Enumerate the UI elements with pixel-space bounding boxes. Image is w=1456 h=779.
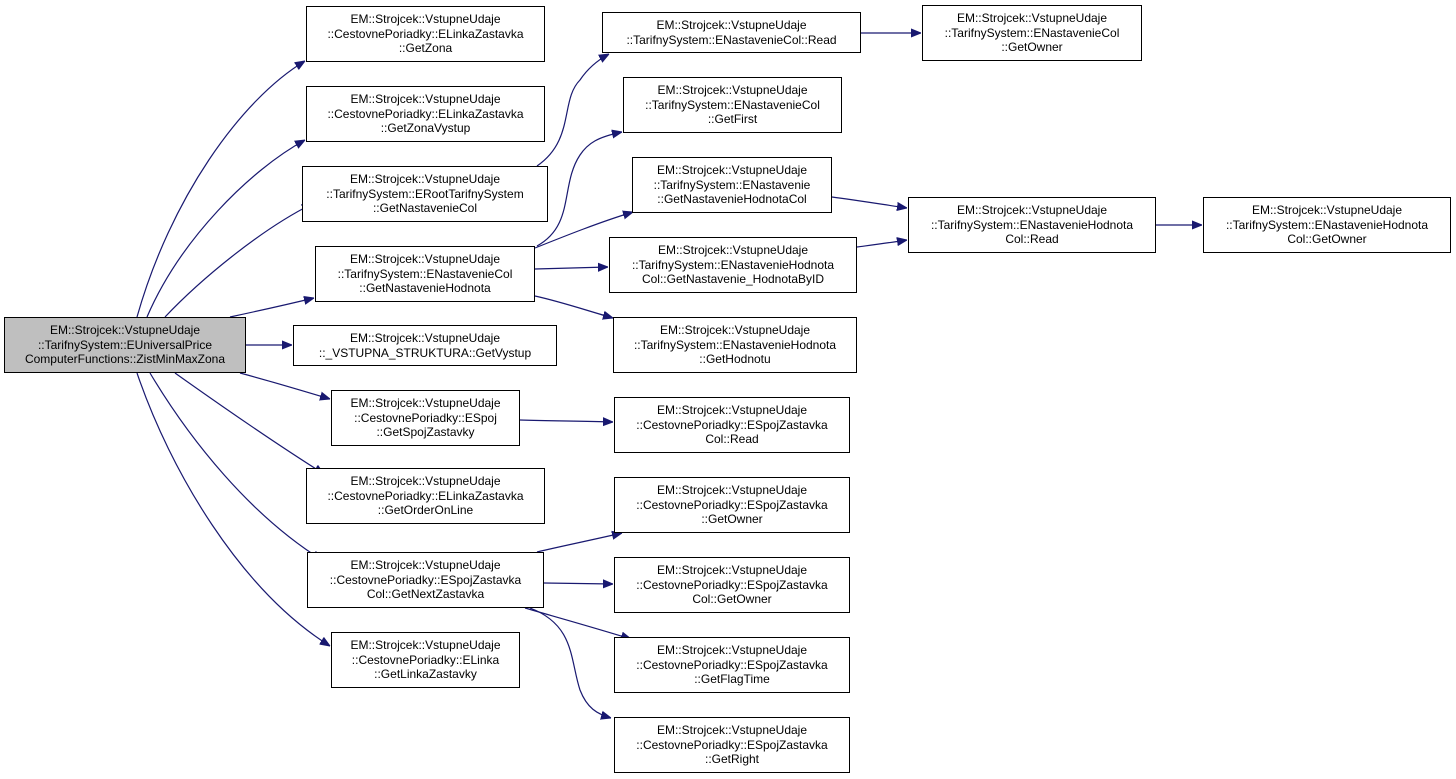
edge-get-nastavenie-hodnota-to-get-nastavenie-hodnota-col bbox=[534, 212, 633, 249]
node-get-next-zastavka[interactable]: EM::Strojcek::VstupneUdaje::CestovnePori… bbox=[307, 552, 544, 608]
node-nastavenie-hodnota-col-read[interactable]: EM::Strojcek::VstupneUdaje::TarifnySyste… bbox=[908, 197, 1156, 253]
edge-get-nastavenie-hodnota-to-nastavenie-col-get-first bbox=[536, 132, 622, 247]
node-get-nastavenie-hodnota-by-id[interactable]: EM::Strojcek::VstupneUdaje::TarifnySyste… bbox=[609, 237, 857, 293]
edge-root-to-get-zona bbox=[136, 61, 305, 318]
node-zist-min-max-zona: EM::Strojcek::VstupneUdaje::TarifnySyste… bbox=[4, 317, 246, 373]
edge-get-nastavenie-hodnota-to-get-hodnotu bbox=[534, 295, 613, 318]
node-spoj-zastavka-col-get-owner[interactable]: EM::Strojcek::VstupneUdaje::CestovnePori… bbox=[614, 557, 850, 613]
edge-get-next-zastavka-to-get-flag-time bbox=[524, 607, 631, 639]
node-nastavenie-col-get-first[interactable]: EM::Strojcek::VstupneUdaje::TarifnySyste… bbox=[623, 77, 842, 133]
node-get-spoj-zastavky[interactable]: EM::Strojcek::VstupneUdaje::CestovnePori… bbox=[331, 390, 520, 446]
node-get-order-on-line[interactable]: EM::Strojcek::VstupneUdaje::CestovnePori… bbox=[306, 468, 545, 524]
edge-root-to-get-nastavenie-hodnota bbox=[229, 298, 314, 318]
edge-get-next-zastavka-to-spoj-zastavka-get-owner bbox=[536, 533, 622, 553]
node-get-linka-zastavky[interactable]: EM::Strojcek::VstupneUdaje::CestovnePori… bbox=[331, 632, 520, 688]
node-get-zona[interactable]: EM::Strojcek::VstupneUdaje::CestovnePori… bbox=[306, 6, 545, 62]
edge-root-to-get-spoj-zastavky bbox=[239, 372, 330, 399]
node-get-zona-vystup[interactable]: EM::Strojcek::VstupneUdaje::CestovnePori… bbox=[306, 86, 545, 142]
node-get-nastavenie-hodnota-col[interactable]: EM::Strojcek::VstupneUdaje::TarifnySyste… bbox=[632, 157, 832, 213]
edge-get-nastavenie-hodnota-to-get-nastavenie-hodnota-by-id bbox=[534, 267, 608, 269]
edge-root-to-get-next-zastavka bbox=[149, 372, 322, 560]
node-nastavenie-col-get-owner[interactable]: EM::Strojcek::VstupneUdaje::TarifnySyste… bbox=[922, 5, 1142, 61]
edge-root-to-get-nastavenie-col bbox=[164, 204, 312, 318]
edge-get-nastavenie-hodnota-by-id-to-nastavenie-hodnota-col-read bbox=[856, 240, 907, 248]
node-get-nastavenie-col[interactable]: EM::Strojcek::VstupneUdaje::TarifnySyste… bbox=[302, 166, 548, 222]
edge-get-next-zastavka-to-get-right bbox=[529, 607, 611, 718]
node-get-vystup[interactable]: EM::Strojcek::VstupneUdaje::_VSTUPNA_STR… bbox=[293, 325, 557, 366]
edge-get-nastavenie-hodnota-col-to-nastavenie-hodnota-col-read bbox=[831, 196, 907, 208]
node-get-nastavenie-hodnota[interactable]: EM::Strojcek::VstupneUdaje::TarifnySyste… bbox=[315, 246, 535, 302]
edge-root-to-get-linka-zastavky bbox=[136, 372, 330, 646]
node-spoj-zastavka-col-read[interactable]: EM::Strojcek::VstupneUdaje::CestovnePori… bbox=[614, 397, 850, 453]
edge-get-next-zastavka-to-spoj-zastavka-col-get-owner bbox=[543, 583, 613, 584]
edge-root-to-get-zona-vystup bbox=[146, 140, 305, 318]
edge-get-spoj-zastavky-to-spoj-zastavka-col-read bbox=[519, 420, 613, 422]
node-nastavenie-hodnota-col-get-owner[interactable]: EM::Strojcek::VstupneUdaje::TarifnySyste… bbox=[1203, 197, 1451, 253]
node-spoj-zastavka-get-owner[interactable]: EM::Strojcek::VstupneUdaje::CestovnePori… bbox=[614, 477, 850, 533]
node-get-right[interactable]: EM::Strojcek::VstupneUdaje::CestovnePori… bbox=[614, 717, 850, 773]
node-get-hodnotu[interactable]: EM::Strojcek::VstupneUdaje::TarifnySyste… bbox=[613, 317, 857, 373]
node-get-flag-time[interactable]: EM::Strojcek::VstupneUdaje::CestovnePori… bbox=[614, 637, 850, 693]
edge-get-nastavenie-col-to-nastavenie-col-read bbox=[536, 54, 609, 167]
edge-root-to-get-order-on-line bbox=[174, 372, 324, 474]
node-nastavenie-col-read[interactable]: EM::Strojcek::VstupneUdaje::TarifnySyste… bbox=[602, 12, 861, 53]
